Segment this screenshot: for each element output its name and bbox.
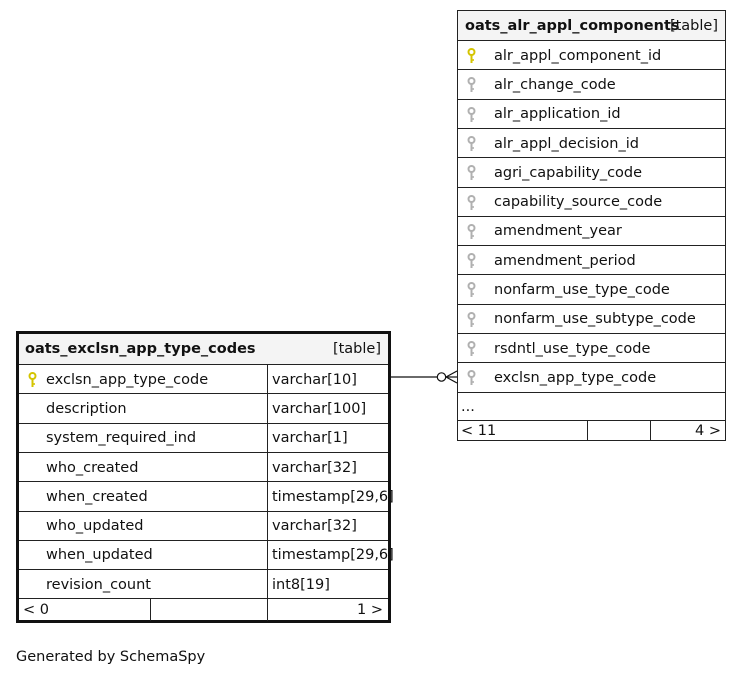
table-row[interactable]: description varchar[100] xyxy=(19,393,388,424)
column-name: exclsn_app_type_code xyxy=(46,371,209,388)
table-row[interactable]: when_created timestamp[29,6] xyxy=(19,481,394,512)
table-row[interactable]: alr_application_id xyxy=(458,98,725,129)
column-name: description xyxy=(46,400,127,417)
table-row[interactable]: nonfarm_use_subtype_code xyxy=(458,303,725,334)
column-type: varchar[100] xyxy=(272,400,367,417)
table-row[interactable]: who_updated varchar[32] xyxy=(19,510,388,541)
column-name: nonfarm_use_subtype_code xyxy=(494,311,696,328)
foreign-key-icon xyxy=(467,311,476,328)
table-row[interactable]: amendment_year xyxy=(458,215,725,246)
table-row[interactable]: revision_count int8[19] xyxy=(19,569,388,600)
table-footer: < 0 1 > xyxy=(19,598,388,621)
table-row[interactable]: rsdntl_use_type_code xyxy=(458,333,725,363)
table-row[interactable]: amendment_period xyxy=(458,245,725,275)
foreign-key-icon xyxy=(467,194,476,211)
crowfoot-circle xyxy=(436,372,447,382)
table-row[interactable]: alr_appl_component_id xyxy=(458,40,725,70)
table-row[interactable]: when_updated timestamp[29,6] xyxy=(19,539,394,571)
column-name: when_created xyxy=(46,488,148,505)
foreign-key-icon xyxy=(467,282,476,298)
column-name: agri_capability_code xyxy=(494,164,643,181)
foreign-key-icon xyxy=(467,77,476,93)
column-name: alr_application_id xyxy=(494,106,621,123)
footer-parents-count[interactable]: < 0 xyxy=(23,602,49,619)
primary-key-icon xyxy=(28,372,37,388)
primary-key-icon xyxy=(467,48,476,64)
column-name: exclsn_app_type_code xyxy=(494,369,657,386)
footer-children-count[interactable]: 1 > xyxy=(357,602,383,619)
column-name: nonfarm_use_type_code xyxy=(494,282,670,299)
table-row[interactable]: exclsn_app_type_code varchar[10] xyxy=(19,364,388,395)
table-row[interactable]: alr_change_code xyxy=(458,69,725,99)
column-name: amendment_year xyxy=(494,223,622,240)
column-type: varchar[32] xyxy=(272,518,357,535)
foreign-key-icon xyxy=(467,165,476,181)
column-name: amendment_period xyxy=(494,252,636,269)
generated-by-label: Generated by SchemaSpy xyxy=(16,649,206,665)
foreign-key-icon xyxy=(467,106,476,123)
column-name: alr_appl_component_id xyxy=(494,47,662,64)
column-type: varchar[32] xyxy=(272,459,357,476)
foreign-key-icon xyxy=(467,223,476,240)
table-oats-alr-appl-components[interactable]: oats_alr_appl_components [table] alr_app… xyxy=(457,10,726,441)
foreign-key-icon xyxy=(467,341,476,357)
column-name: alr_appl_decision_id xyxy=(494,135,639,152)
foreign-key-icon xyxy=(467,135,476,152)
column-name: revision_count xyxy=(46,576,151,593)
table-row[interactable]: alr_appl_decision_id xyxy=(458,127,725,158)
foreign-key-icon xyxy=(467,253,476,269)
table-name: oats_exclsn_app_type_codes xyxy=(25,341,256,357)
table-row[interactable]: nonfarm_use_type_code xyxy=(458,274,725,304)
table-header: oats_alr_appl_components [table] xyxy=(458,11,725,40)
table-row[interactable]: agri_capability_code xyxy=(458,157,725,187)
column-name: alr_change_code xyxy=(494,76,616,93)
table-row[interactable]: system_required_ind varchar[1] xyxy=(19,422,388,453)
foreign-key-icon xyxy=(467,370,476,386)
footer-children-count[interactable]: 4 > xyxy=(695,422,721,439)
table-row[interactable]: who_created varchar[32] xyxy=(19,451,388,483)
table-kind: [table] xyxy=(669,17,718,34)
table-row[interactable]: exclsn_app_type_code xyxy=(458,362,725,392)
table-name: oats_alr_appl_components xyxy=(465,17,680,34)
column-name: capability_source_code xyxy=(494,194,663,211)
footer-parents-count[interactable]: < 11 xyxy=(461,422,497,439)
column-name: who_created xyxy=(46,459,139,476)
table-row[interactable]: capability_source_code xyxy=(458,186,725,217)
table-footer: < 11 4 > xyxy=(458,419,725,441)
column-type: varchar[1] xyxy=(272,430,348,447)
table-header: oats_exclsn_app_type_codes [table] xyxy=(19,334,388,364)
column-type: timestamp[29,6] xyxy=(272,547,394,564)
column-type: int8[19] xyxy=(272,576,330,593)
column-name: when_updated xyxy=(46,547,153,564)
column-name: rsdntl_use_type_code xyxy=(494,340,651,357)
table-kind: [table] xyxy=(332,341,381,357)
column-name: system_required_ind xyxy=(46,430,197,447)
table-oats-exclsn-app-type-codes[interactable]: oats_exclsn_app_type_codes [table] excls… xyxy=(16,331,394,623)
column-name: who_updated xyxy=(46,518,144,535)
crowfoot-lower xyxy=(445,376,458,384)
more-columns-label: ... xyxy=(461,398,475,415)
column-type: varchar[10] xyxy=(272,371,357,388)
crowfoot-upper xyxy=(445,370,458,378)
column-type: timestamp[29,6] xyxy=(272,488,394,505)
more-columns-row[interactable]: ... xyxy=(458,391,725,421)
